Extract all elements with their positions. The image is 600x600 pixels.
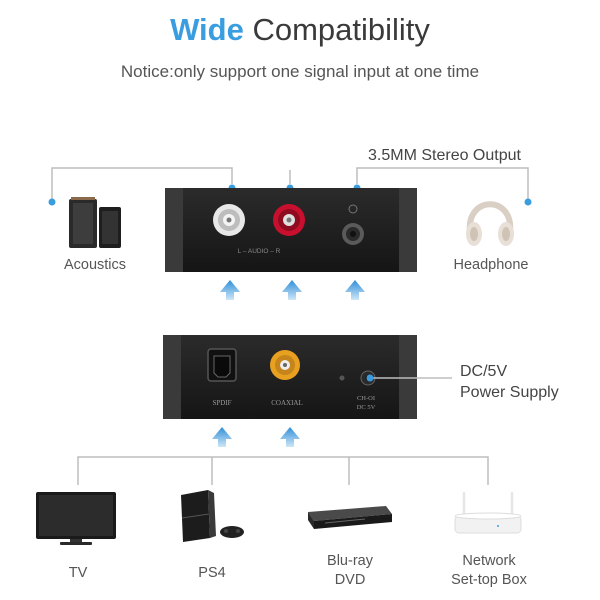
bluray-player-icon [308, 506, 392, 529]
lower-up-arrows [212, 427, 300, 447]
dc-label-2: DC 5V [357, 404, 376, 411]
source-label-ps4: PS4 [198, 565, 226, 581]
up-arrows [220, 280, 365, 300]
stereo-output-label: 3.5MM Stereo Output [368, 147, 521, 164]
bluray-line2: DVD [334, 572, 366, 588]
rca-white-port [213, 204, 245, 236]
headphone-jack-port [342, 204, 364, 245]
connector-dot [524, 198, 532, 206]
bottom-device: SPDIF COAXIAL CH-OI DC 5V [163, 335, 417, 419]
headphone-icon [466, 201, 514, 246]
spdif-label: SPDIF [212, 399, 231, 407]
title-rest: Compatibility [252, 12, 430, 47]
up-arrow [282, 280, 302, 300]
headphone-label: Headphone [453, 257, 529, 273]
router-icon [454, 492, 522, 534]
power-connector [366, 374, 452, 382]
power-label: DC/5V Power Supply [460, 361, 559, 403]
source-label-bluray: Blu-ray DVD [300, 552, 400, 590]
up-arrow [212, 427, 232, 447]
source-label-tv: TV [68, 565, 88, 581]
bluray-line1: Blu-ray [327, 553, 373, 569]
power-label-line1: DC/5V [460, 363, 508, 380]
coaxial-port [270, 350, 300, 380]
acoustics-label: Acoustics [63, 257, 127, 273]
top-connector-lines [51, 167, 529, 202]
settop-line1: Network [462, 553, 516, 569]
spdif-port [207, 348, 237, 382]
source-label-settop: Network Set-top Box [430, 552, 548, 590]
dc-label-1: CH-OI [357, 395, 375, 402]
source-lines [77, 456, 489, 485]
settop-line2: Set-top Box [451, 572, 527, 588]
page-title: Wide Compatibility [0, 12, 600, 48]
title-highlight: Wide [170, 12, 244, 47]
coaxial-label: COAXIAL [271, 399, 303, 407]
up-arrow [280, 427, 300, 447]
ps4-icon [181, 490, 244, 542]
tv-icon [36, 492, 116, 545]
power-label-line2: Power Supply [460, 384, 559, 401]
up-arrow [220, 280, 240, 300]
up-arrow [345, 280, 365, 300]
connector-dot [48, 198, 56, 206]
top-device: L – AUDIO – R [165, 188, 417, 272]
rca-red-port [273, 204, 305, 236]
notice-text: Notice:only support one signal input at … [120, 62, 480, 81]
port-label: L – AUDIO – R [238, 248, 281, 255]
speakers-icon [69, 197, 121, 248]
